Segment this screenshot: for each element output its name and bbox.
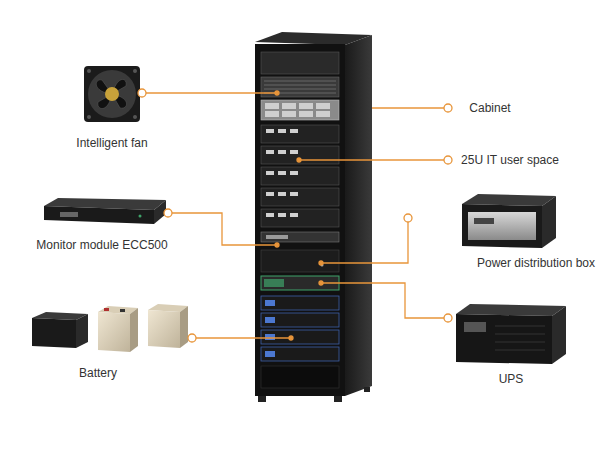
part-label: Power distribution box — [477, 256, 595, 270]
leader-dots — [138, 89, 452, 342]
part-label: Battery — [79, 366, 117, 380]
part-label: UPS — [499, 372, 524, 386]
part-label: Intelligent fan — [76, 136, 147, 150]
leader-lines — [146, 93, 444, 338]
cabinet-illustration — [255, 32, 372, 402]
fan-picture — [84, 66, 140, 122]
ups-picture — [456, 304, 566, 364]
battery-picture — [32, 304, 188, 352]
part-label: Monitor module ECC500 — [36, 238, 167, 252]
monitor-module-picture — [44, 198, 166, 224]
part-label: 25U IT user space — [461, 153, 559, 167]
power-distribution-picture — [462, 194, 556, 248]
part-label: Cabinet — [469, 101, 510, 115]
